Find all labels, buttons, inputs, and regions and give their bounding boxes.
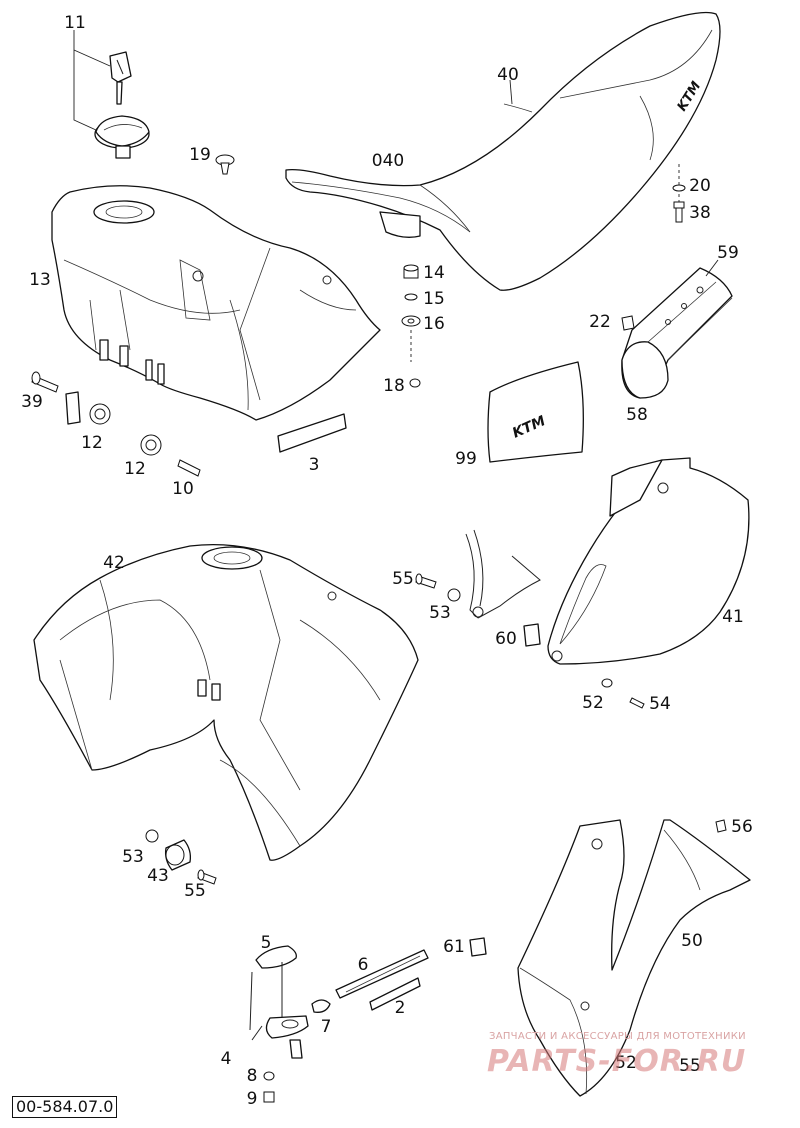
callout-55-c: 55 (679, 1056, 701, 1076)
fasteners-20-38 (672, 164, 686, 224)
tool-bag (621, 259, 733, 399)
callouts: 11 19 40 040 20 38 13 14 15 16 59 22 18 … (21, 13, 753, 1109)
watermark-brand: PARTS-FOR.RU (487, 1044, 747, 1079)
callout-18: 18 (383, 376, 405, 396)
decal: KTM (487, 361, 584, 463)
callout-99: 99 (455, 449, 477, 469)
callout-54: 54 (649, 694, 671, 714)
callout-50: 50 (681, 931, 703, 951)
fuel-tank (51, 185, 381, 421)
radiator-shroud (33, 544, 419, 861)
callout-20: 20 (689, 176, 711, 196)
callout-53-a: 53 (429, 603, 451, 623)
callout-40: 40 (497, 65, 519, 85)
callout-56: 56 (731, 817, 753, 837)
fuel-tap (249, 945, 309, 1103)
callout-19: 19 (189, 145, 211, 165)
callout-41: 41 (722, 607, 744, 627)
callout-11: 11 (64, 13, 86, 33)
callout-52-a: 52 (582, 693, 604, 713)
callout-38: 38 (689, 203, 711, 223)
callout-55-b: 55 (184, 881, 206, 901)
watermark-tagline: ЗАПЧАСТИ И АКСЕССУАРЫ ДЛЯ МОТОТЕХНИКИ (489, 1031, 746, 1042)
callout-39: 39 (21, 392, 43, 412)
callout-040: 040 (372, 151, 404, 171)
callout-2: 2 (395, 998, 406, 1018)
fuel-cap-key (73, 30, 150, 159)
callout-8: 8 (247, 1066, 258, 1086)
callout-14: 14 (423, 263, 445, 283)
callout-6: 6 (358, 955, 369, 975)
callout-53-b: 53 (122, 847, 144, 867)
side-cover-fasteners (415, 529, 541, 647)
fuel-hose-set (311, 937, 487, 1013)
callout-7: 7 (321, 1017, 332, 1037)
callout-42: 42 (103, 553, 125, 573)
callout-59: 59 (717, 243, 739, 263)
callout-43: 43 (147, 866, 169, 886)
callout-60: 60 (495, 629, 517, 649)
callout-3: 3 (309, 455, 320, 475)
callout-10: 10 (172, 479, 194, 499)
side-cover (547, 457, 750, 665)
callout-13: 13 (29, 270, 51, 290)
drawing-number: 00-584.07.0 (12, 1096, 118, 1118)
callout-5: 5 (261, 933, 272, 953)
callout-12-b: 12 (124, 459, 146, 479)
callout-12-a: 12 (81, 433, 103, 453)
callout-58: 58 (626, 405, 648, 425)
fastener-19 (215, 154, 235, 175)
callout-61: 61 (443, 937, 465, 957)
tank-fasteners-left (31, 371, 347, 477)
callout-22: 22 (589, 312, 611, 332)
callout-15: 15 (423, 289, 445, 309)
fasteners-14-18 (401, 264, 421, 388)
callout-9: 9 (247, 1089, 258, 1109)
callout-16: 16 (423, 314, 445, 334)
callout-4: 4 (221, 1049, 232, 1069)
callout-55-a: 55 (392, 569, 414, 589)
callout-52-b: 52 (615, 1053, 637, 1073)
fasteners-52-54 (601, 678, 645, 709)
seat: KTM (285, 11, 721, 291)
fasteners-43 (145, 829, 217, 885)
front-cover (517, 819, 751, 1097)
